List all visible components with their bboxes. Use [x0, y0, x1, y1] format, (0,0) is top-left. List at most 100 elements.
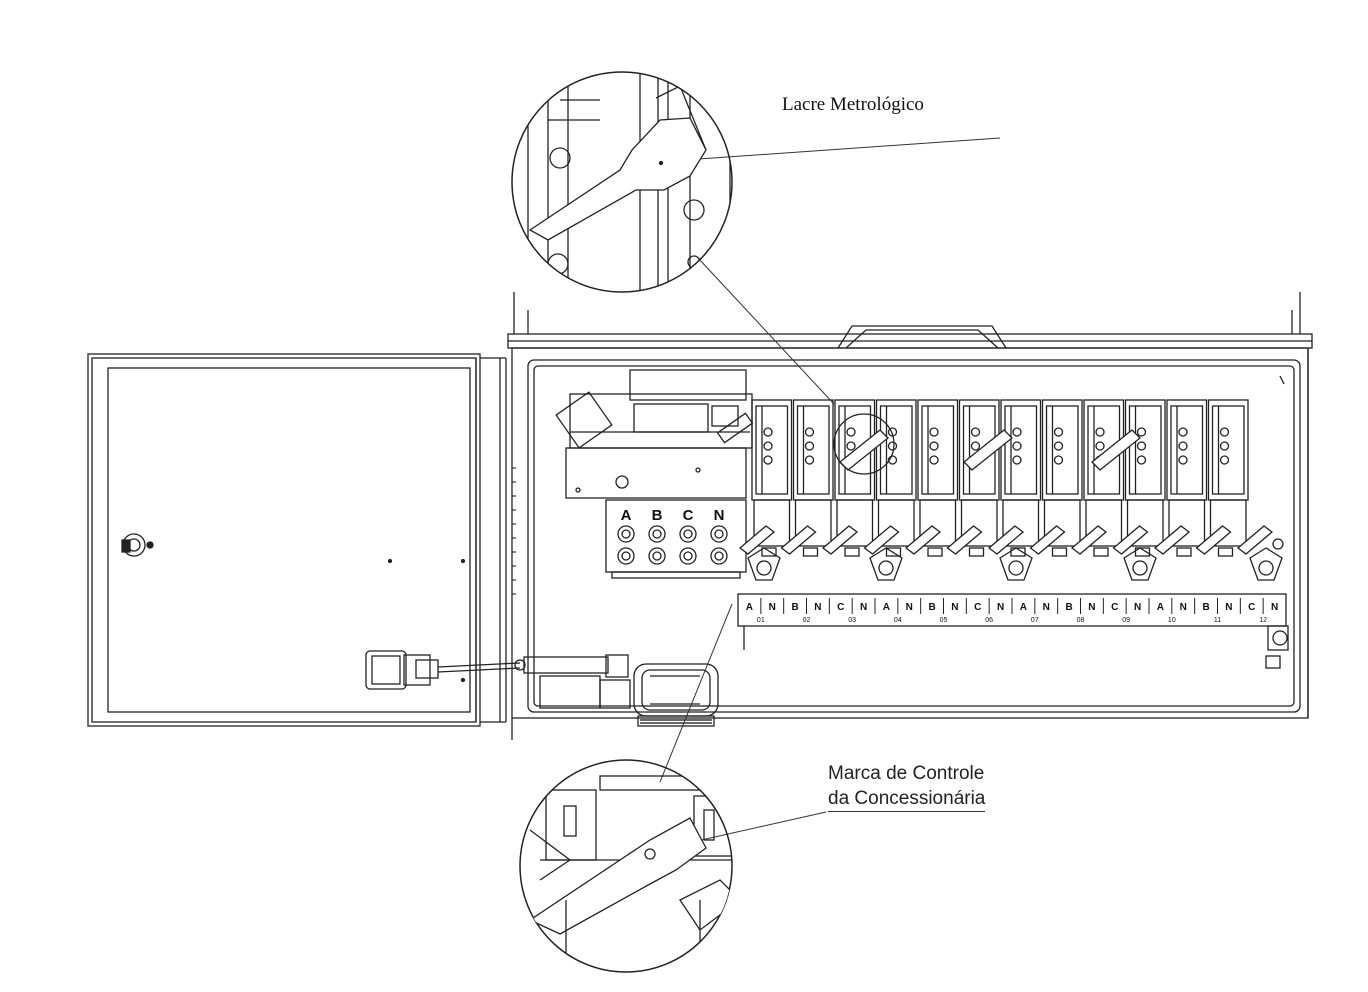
strip-phase-label: N — [951, 602, 958, 613]
right-side-fittings — [1265, 375, 1289, 669]
meter-module — [1000, 399, 1042, 557]
phase-letter-b: B — [652, 507, 663, 524]
breaker-lever — [946, 525, 983, 555]
strip-number-label: 12 — [1259, 617, 1267, 624]
phase-letter-c: C — [683, 507, 694, 524]
strip-number-label: 11 — [1214, 617, 1221, 624]
breaker-lever — [1070, 525, 1108, 555]
terminal-bolt-inner — [621, 529, 631, 539]
label-marca-controle-line2: da Concessionária — [828, 786, 986, 812]
terminal-bolt — [679, 525, 697, 543]
strip-number-label: 06 — [985, 617, 993, 624]
strip-number-label: 04 — [894, 617, 902, 624]
strip-phase-label: N — [1180, 602, 1187, 613]
strip-number-label: 02 — [803, 617, 811, 624]
cabinet-door — [87, 353, 516, 727]
strip-number-label: 09 — [1122, 617, 1130, 624]
strip-number-label: 10 — [1168, 617, 1176, 624]
strip-phase-label: B — [1065, 602, 1072, 613]
protection-module — [555, 369, 754, 499]
terminal-bolt-inner — [652, 551, 662, 561]
strip-number-label: 08 — [1077, 617, 1085, 624]
strip-phase-label: B — [1202, 602, 1209, 613]
meter-module — [917, 399, 959, 557]
breaker-lever — [821, 525, 859, 555]
strip-phase-label: C — [1111, 602, 1118, 613]
meter-module — [751, 399, 793, 557]
strip-phase-label: N — [906, 602, 913, 613]
strip-phase-label: N — [814, 602, 821, 613]
strip-phase-label: N — [997, 602, 1004, 613]
strip-phase-label: A — [1157, 602, 1164, 613]
meter-module — [1207, 399, 1249, 557]
strip-phase-label: C — [1248, 602, 1255, 613]
terminal-bolt-inner — [683, 551, 693, 561]
mounting-lugs — [747, 547, 1283, 581]
strip-number-label: 07 — [1031, 617, 1039, 624]
strip-phase-label: A — [1020, 602, 1027, 613]
breaker-lever — [1236, 525, 1274, 555]
meter-module — [792, 399, 834, 557]
label-marca-controle-line1: Marca de Controle — [828, 763, 985, 784]
phase-terminal-block — [605, 499, 747, 579]
phase-letter-n: N — [714, 507, 725, 524]
detail-magnifier-top — [511, 71, 733, 293]
strip-number-label: 03 — [848, 617, 856, 624]
terminal-bolt-inner — [652, 529, 662, 539]
strip-phase-label: N — [769, 602, 776, 613]
cable-gland — [539, 663, 719, 727]
breaker-lever — [1029, 525, 1066, 555]
meter-module — [1041, 399, 1083, 557]
strip-phase-label: N — [1225, 602, 1232, 613]
strip-phase-label: B — [928, 602, 935, 613]
label-lacre-metrologico: Lacre Metrológico — [782, 94, 924, 115]
terminal-bolt-inner — [714, 529, 724, 539]
meter-seal-tab — [1091, 429, 1141, 471]
strip-phase-label: C — [974, 602, 981, 613]
strip-phase-label: N — [1271, 602, 1278, 613]
seal-detail-marker — [833, 413, 895, 475]
breaker-lever — [987, 525, 1025, 555]
breaker-lever — [738, 525, 776, 555]
strip-phase-label: N — [1043, 602, 1050, 613]
terminal-bolt — [648, 547, 666, 565]
terminal-bolt-inner — [621, 551, 631, 561]
terminal-bolt — [648, 525, 666, 543]
meter-module — [1083, 399, 1125, 557]
breaker-lever — [1112, 525, 1149, 555]
meter-module — [1124, 399, 1166, 557]
terminal-bolt — [679, 547, 697, 565]
strip-phase-label: B — [791, 602, 798, 613]
phase-letter-a: A — [621, 507, 632, 524]
terminal-bolt — [617, 525, 635, 543]
breaker-lever — [863, 525, 900, 555]
meter-seal-tab — [963, 429, 1013, 471]
strip-phase-label: A — [746, 602, 753, 613]
cabinet-body — [507, 292, 1313, 740]
meter-modules — [751, 399, 1249, 557]
terminal-bolt — [617, 547, 635, 565]
strip-phase-label: N — [1088, 602, 1095, 613]
door-latch-icon — [365, 650, 629, 690]
breaker-lever — [780, 525, 817, 555]
breaker-levers — [738, 413, 1274, 555]
breaker-lever — [1195, 525, 1232, 555]
callout-leaders — [659, 137, 1001, 849]
strip-phase-label: A — [883, 602, 890, 613]
strip-number-label: 01 — [757, 617, 765, 624]
terminal-bolt-inner — [714, 551, 724, 561]
detail-magnifier-bottom — [519, 759, 733, 973]
strip-phase-label: N — [1134, 602, 1141, 613]
terminal-strip-frame — [737, 593, 1287, 650]
strip-number-label: 05 — [940, 617, 948, 624]
strip-phase-label: C — [837, 602, 844, 613]
terminal-bolt — [710, 525, 728, 543]
door-lock-icon — [121, 533, 154, 557]
meter-module — [1166, 399, 1208, 557]
breaker-lever — [1153, 525, 1191, 555]
terminal-bolt — [710, 547, 728, 565]
terminal-bolt-inner — [683, 529, 693, 539]
strip-phase-label: N — [860, 602, 867, 613]
